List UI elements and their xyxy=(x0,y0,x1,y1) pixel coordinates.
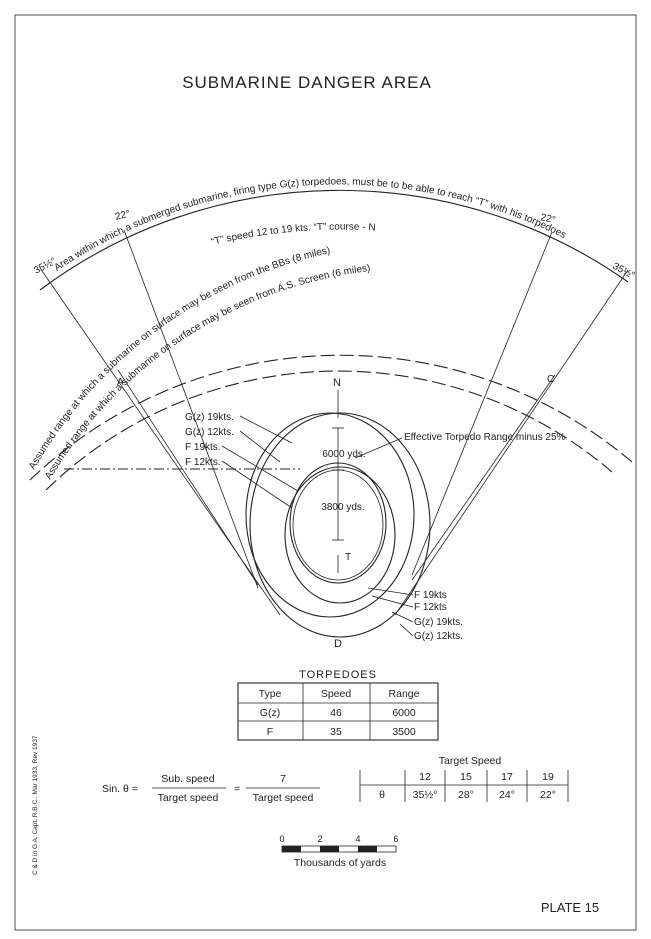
leader-f-19 xyxy=(221,445,299,492)
theta-15: 28° xyxy=(458,789,474,801)
left-label-f-19: F 19kts. xyxy=(185,442,221,453)
angle-left-outer: 35½° xyxy=(32,256,58,277)
speed-12: 12 xyxy=(419,771,431,783)
range-oval-gz-19 xyxy=(245,412,415,618)
scale-bar: 0 2 4 6 Thousands of yards xyxy=(279,834,398,869)
formula-num2: 7 xyxy=(280,773,286,785)
torpedoes-title: TORPEDOES xyxy=(299,669,377,681)
torpedoes-cell-range-2: 3500 xyxy=(392,726,416,738)
plate-number: PLATE 15 xyxy=(541,900,599,915)
left-speed-labels: G(z) 19kts. G(z) 12kts. F 19kts. F 12kts… xyxy=(185,412,234,468)
leader-r-f-12 xyxy=(371,595,414,608)
side-note: C & D in G A, Capt. R.B.C., Mar 1933, Re… xyxy=(32,735,39,875)
scale-tick-4: 4 xyxy=(355,834,360,844)
formula-den2: Target speed xyxy=(253,792,314,804)
effective-range-leader xyxy=(354,437,403,459)
left-label-gz-12: G(z) 12kts. xyxy=(185,427,234,438)
leader-gz-12 xyxy=(239,430,281,463)
torpedoes-cell-range-1: 6000 xyxy=(392,707,416,719)
scale-tick-2: 2 xyxy=(317,834,322,844)
danger-area-arc xyxy=(39,189,629,291)
bearing-line-right-inner xyxy=(411,231,553,576)
left-label-gz-19: G(z) 19kts. xyxy=(185,412,234,423)
target-speed-course-note: “T” speed 12 to 19 kts. “T” course - N xyxy=(210,222,376,248)
target-label: T xyxy=(345,552,351,563)
formula-lhs: Sin. θ = xyxy=(102,783,138,795)
formula-num1: Sub. speed xyxy=(161,773,214,785)
range-oval-f-12 xyxy=(284,466,396,604)
north-label: N xyxy=(333,377,341,389)
bearing-line-right-outer xyxy=(394,269,629,616)
tangent-line-left xyxy=(117,369,259,586)
plate-border xyxy=(14,14,637,931)
theta-17: 24° xyxy=(499,789,515,801)
leader-f-12 xyxy=(221,460,293,509)
right-label-f-19: F 19kts xyxy=(414,590,447,601)
torpedoes-header-range: Range xyxy=(389,688,420,700)
effective-range-label: Effective Torpedo Range minus 25% xyxy=(404,432,566,443)
point-a-label: A xyxy=(117,377,124,388)
left-label-f-12: F 12kts. xyxy=(185,457,221,468)
torpedoes-table: Type Speed Range G(z) 46 6000 F 35 3500 xyxy=(237,682,439,741)
right-speed-labels: F 19kts F 12kts G(z) 19kts. G(z) 12kts. xyxy=(414,590,463,642)
point-c-label: C xyxy=(547,374,554,385)
right-label-f-12: F 12kts xyxy=(414,602,447,613)
torpedoes-cell-speed-1: 46 xyxy=(330,707,342,719)
distance-inner-label: 3800 yds. xyxy=(321,502,364,513)
speed-19: 19 xyxy=(542,771,554,783)
page-title: SUBMARINE DANGER AREA xyxy=(182,73,432,92)
point-d-label: D xyxy=(334,638,342,650)
angle-right-inner: 22° xyxy=(539,212,556,226)
scale-label: Thousands of yards xyxy=(294,857,386,869)
torpedoes-cell-type-1: G(z) xyxy=(260,707,280,719)
leader-gz-19 xyxy=(239,415,293,444)
torpedoes-header-speed: Speed xyxy=(321,688,352,700)
speed-17: 17 xyxy=(501,771,513,783)
theta-19: 22° xyxy=(540,789,556,801)
range-oval-gz-12 xyxy=(249,412,431,638)
distance-outer-label: 6000 yds. xyxy=(322,449,365,460)
scale-tick-6: 6 xyxy=(393,834,398,844)
target-speed-title: Target Speed xyxy=(439,755,502,767)
scale-tick-0: 0 xyxy=(279,834,284,844)
torpedoes-header-type: Type xyxy=(259,688,282,700)
right-label-gz-12: G(z) 12kts. xyxy=(414,631,463,642)
torpedoes-cell-speed-2: 35 xyxy=(330,726,342,738)
theta-12: 35½° xyxy=(413,789,438,801)
bearing-line-left-inner xyxy=(123,229,259,589)
torpedoes-cell-type-2: F xyxy=(267,726,273,738)
right-label-gz-19: G(z) 19kts. xyxy=(414,617,463,628)
formula-den1: Target speed xyxy=(158,792,219,804)
sine-formula: Sin. θ = Sub. speed Target speed = 7 Tar… xyxy=(102,773,320,804)
leader-r-gz-19 xyxy=(391,611,414,623)
formula-eq: = xyxy=(234,783,240,795)
speed-15: 15 xyxy=(460,771,472,783)
screen-sighting-arc xyxy=(45,370,613,491)
bb-sighting-arc xyxy=(29,354,633,481)
target-speed-table: Target Speed 12 15 17 19 θ 35½° 28° 24° … xyxy=(359,755,569,802)
tangent-line-right xyxy=(411,374,556,581)
angle-left-inner: 22° xyxy=(114,209,131,223)
leader-r-f-19 xyxy=(367,587,414,596)
leader-r-gz-12 xyxy=(399,623,414,637)
theta-label: θ xyxy=(379,789,385,801)
